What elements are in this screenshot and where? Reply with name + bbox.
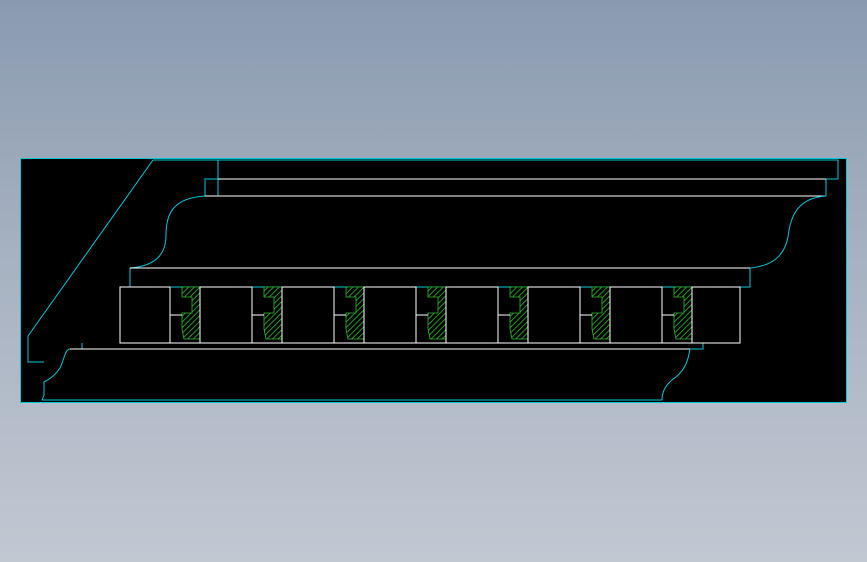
- modillion-hatch-section: [263, 286, 283, 340]
- modillion-notch: [251, 287, 264, 316]
- modillion-hatch-section: [345, 286, 365, 340]
- modillion-hatch-section: [427, 286, 447, 340]
- modillion-notch: [169, 287, 182, 316]
- modillion-notch: [497, 287, 510, 316]
- cornice-diagonal-edge: [27, 159, 154, 363]
- modillion-row: [119, 286, 741, 344]
- modillion-block: [691, 286, 741, 344]
- modillion-hatch-section: [673, 286, 693, 340]
- modillion-hatch-section: [591, 286, 611, 340]
- corona-curve-right: [749, 195, 827, 269]
- modillion-notch: [415, 287, 428, 316]
- modillion-hatch-section: [509, 286, 529, 340]
- modillion-notch: [333, 287, 346, 316]
- corona-curve-left: [129, 195, 206, 269]
- canvas-border: [20, 158, 847, 403]
- lower-cyma-left: [41, 348, 82, 401]
- lower-cyma-right: [661, 348, 691, 401]
- drawing-canvas-background: [20, 158, 847, 403]
- modillion-hatch-section: [181, 286, 201, 340]
- modillion-notch: [579, 287, 592, 316]
- modillion-notch: [661, 287, 674, 316]
